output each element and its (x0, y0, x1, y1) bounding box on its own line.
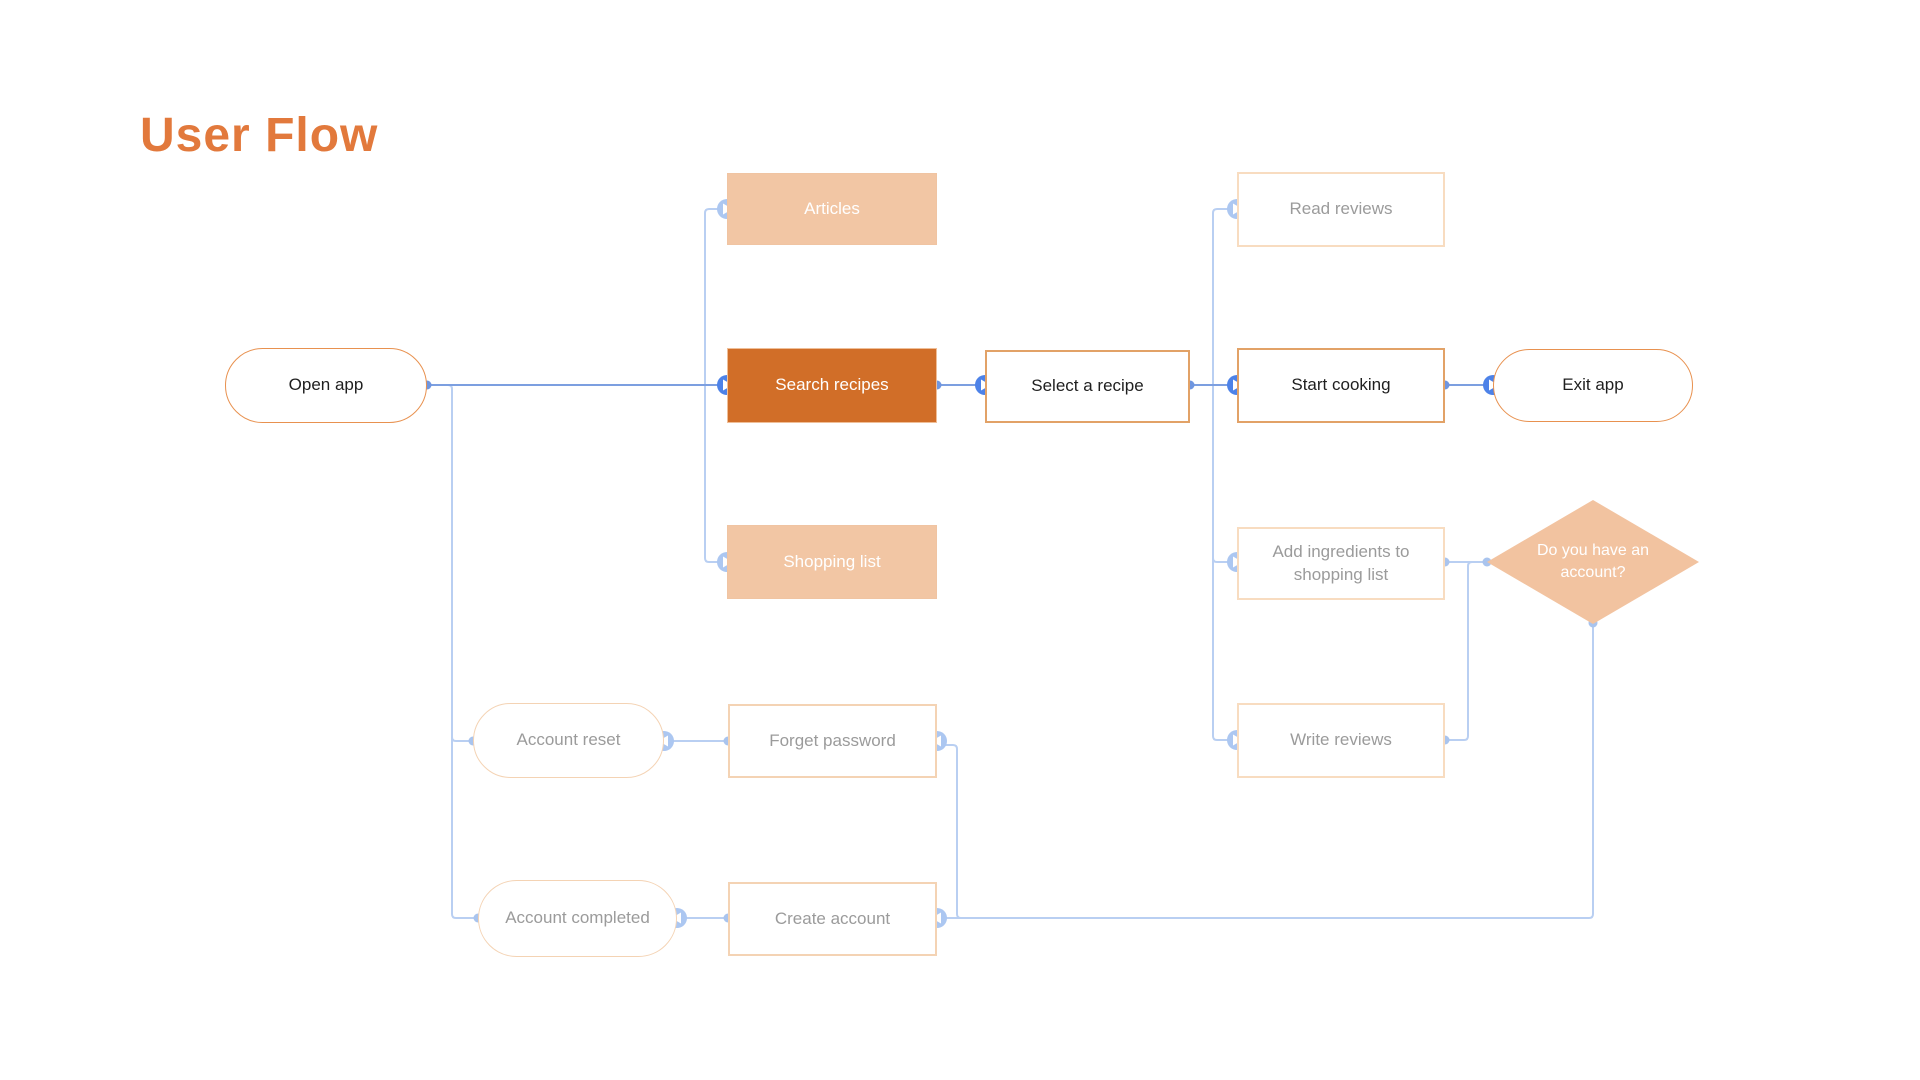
node-exit-app: Exit app (1493, 349, 1693, 422)
node-start-cooking: Start cooking (1237, 348, 1445, 423)
node-select-a-recipe: Select a recipe (985, 350, 1190, 423)
connector-write-reviews-to-decision (1444, 561, 1488, 741)
connector-branch-reviews-column (1212, 208, 1238, 741)
node-create-account: Create account (728, 882, 937, 956)
node-read-reviews: Read reviews (1237, 172, 1445, 247)
decision-label-line2: account? (1560, 564, 1626, 581)
connector-open-app-to-account-reset (451, 736, 474, 742)
page-title: User Flow (140, 109, 379, 162)
node-shopping-list: Shopping list (727, 525, 937, 599)
connector-open-app-down (426, 384, 479, 919)
node-add-ingredients-to-shopping-list: Add ingredients to shopping list (1237, 527, 1445, 600)
node-write-reviews: Write reviews (1237, 703, 1445, 778)
node-search-recipes: Search recipes (727, 348, 937, 423)
node-articles: Articles (727, 173, 937, 245)
node-account-reset: Account reset (473, 703, 664, 778)
connector-decision-to-create-account (936, 622, 1594, 919)
connector-decision-to-forget-password (936, 744, 962, 919)
connector-branch-add-ingredients (1212, 557, 1238, 563)
node-account-completed: Account completed (478, 880, 677, 957)
decision-label-line1: Do you have an (1536, 542, 1650, 560)
node-forget-password: Forget password (728, 704, 937, 778)
node-open-app: Open app (225, 348, 427, 423)
